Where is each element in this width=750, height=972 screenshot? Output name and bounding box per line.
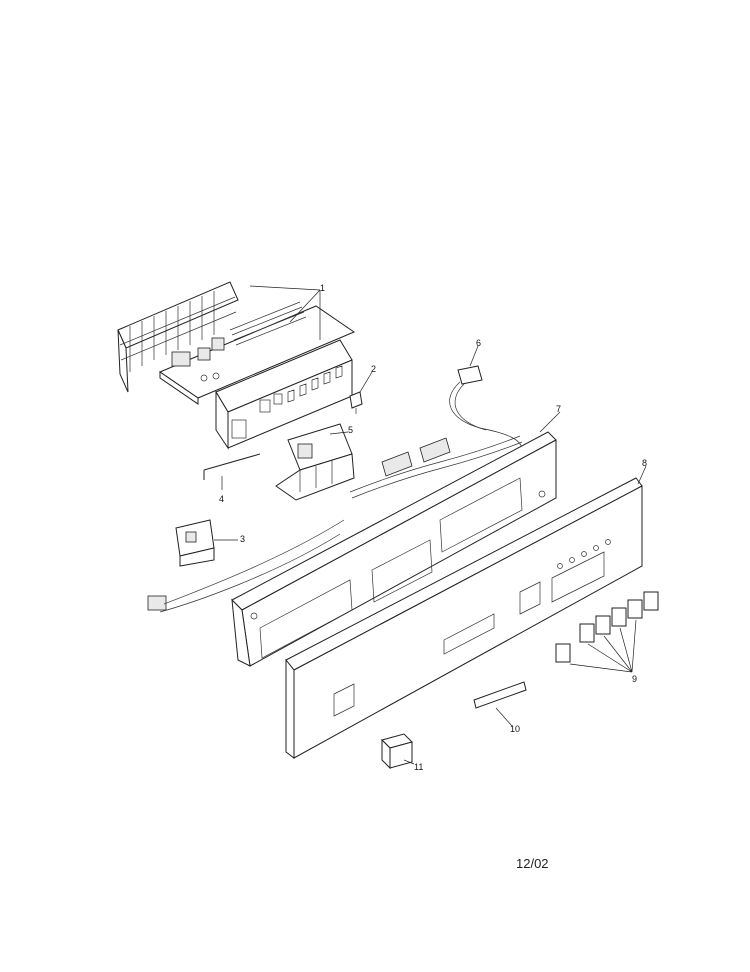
callout-label-9: 9 [632, 674, 637, 684]
callout-label-6: 6 [476, 338, 481, 348]
callout-label-3: 3 [240, 534, 245, 544]
plug-connector [147, 519, 345, 613]
control-panel-frame: 7 [231, 404, 561, 667]
callout-label-11: 11 [414, 762, 423, 772]
switch-bracket: 5 [275, 423, 355, 501]
callout-1: 1 [249, 283, 325, 340]
callout-label-5: 5 [348, 425, 353, 435]
callout-label-8: 8 [642, 458, 647, 468]
control-module-assembly [117, 281, 356, 450]
switch-part: 2 [349, 364, 376, 414]
callout-label-7: 7 [556, 404, 561, 414]
callout-label-1: 1 [320, 283, 325, 293]
callout-label-4: 4 [219, 494, 224, 504]
push-buttons: 9 [555, 591, 659, 684]
callout-label-10: 10 [510, 724, 520, 734]
handle-strip: 10 [473, 681, 527, 734]
latch-block: 3 [175, 519, 245, 567]
date-stamp: 12/02 [516, 856, 549, 871]
front-panel: 8 [285, 458, 647, 759]
wire-harness: 6 [349, 338, 523, 499]
callout-label-2: 2 [371, 364, 376, 374]
rod-part: 4 [203, 453, 261, 504]
cube-part: 11 [381, 733, 423, 772]
